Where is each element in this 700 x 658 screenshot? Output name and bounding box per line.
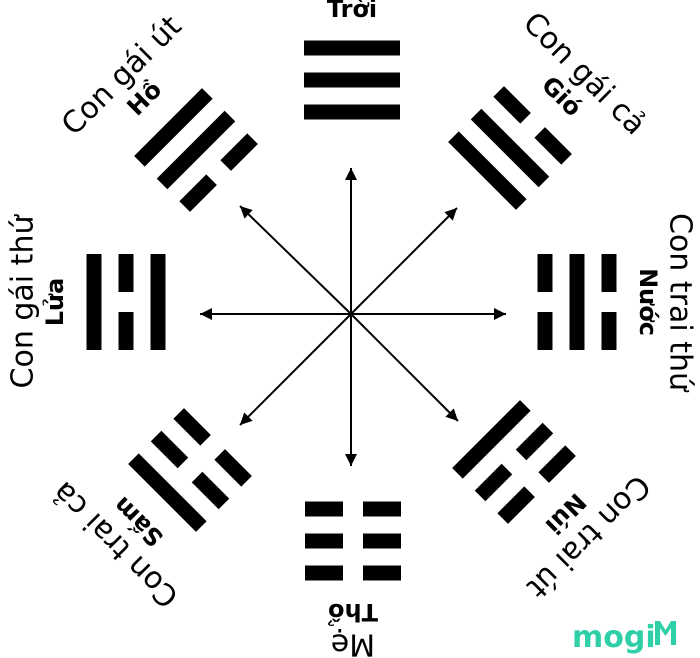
trigram-role: Con trai thứ [663, 213, 698, 393]
trigram-line-solid [150, 254, 166, 350]
trigram-line-broken [601, 254, 617, 292]
trigram-line-solid [304, 104, 400, 120]
trigram-lua: Lửa Con gái thứ [6, 214, 166, 389]
trigram-sam: Sấm Con trai cả [46, 408, 252, 614]
trigram-line-broken [150, 430, 189, 469]
trigram-line-broken [305, 533, 343, 549]
trigram-line-solid [569, 254, 585, 350]
trigram-line-broken [179, 174, 217, 212]
trigram-line-broken [534, 127, 572, 165]
trigram-line-broken [173, 408, 211, 446]
trigram-line-broken [537, 312, 553, 350]
trigram-troi: Trời [304, 0, 400, 120]
arrow-down-right [350, 313, 459, 422]
trigram-heaven-icon [304, 40, 400, 120]
arrow-up-right [350, 207, 458, 315]
trigram-line-solid [470, 108, 550, 188]
trigram-fire-icon [86, 254, 166, 350]
trigram-line-broken [363, 565, 401, 581]
trigram-line-solid [304, 72, 400, 88]
trigram-wind-icon [448, 86, 572, 210]
trigram-line-solid [128, 453, 207, 532]
trigram-role: Mẹ [331, 627, 375, 658]
trigram-line-broken [214, 449, 252, 487]
trigram-line-solid [134, 88, 213, 167]
arrow-down-left [239, 313, 352, 426]
trigram-name: Thổ [328, 598, 378, 628]
trigram-line-broken [305, 501, 343, 517]
trigram-nuoc: Nước Con trai thứ [537, 213, 698, 393]
trigram-line-broken [515, 422, 554, 461]
trigram-water-icon [537, 254, 617, 350]
trigram-line-solid [448, 131, 527, 210]
trigram-line-broken [363, 501, 401, 517]
arrow-up-left [239, 205, 352, 315]
trigram-line-broken [537, 254, 553, 292]
trigram-line-broken [601, 312, 617, 350]
trigram-name: Trời [327, 0, 377, 23]
trigram-thunder-icon [128, 408, 252, 532]
trigram-tho: Thổ Mẹ [305, 501, 401, 658]
trigram-line-broken [118, 312, 134, 350]
trigram-line-broken [191, 471, 230, 510]
trigram-line-broken [538, 445, 576, 483]
trigram-role: Con gái cả [516, 6, 652, 142]
trigram-line-broken [220, 133, 258, 171]
mogi-logo: mogi [572, 620, 676, 655]
trigram-line-solid [86, 254, 102, 350]
trigram-line-broken [363, 533, 401, 549]
trigram-name: Nước [634, 268, 662, 336]
trigram-name: Lửa [41, 278, 69, 327]
trigram-line-broken [305, 565, 343, 581]
arrow-group [200, 168, 506, 466]
trigram-role: Con trai út [519, 468, 656, 605]
logo-text: mogi [572, 620, 656, 655]
trigram-line-broken [474, 463, 513, 502]
trigram-line-broken [118, 254, 134, 292]
trigram-line-solid [304, 40, 400, 56]
trigram-earth-icon [305, 501, 401, 581]
trigram-line-broken [493, 86, 531, 124]
trigram-line-solid [452, 400, 531, 479]
trigram-lake-icon [134, 88, 258, 212]
trigram-nui: Núi Con trai út [452, 400, 657, 605]
trigram-mountain-icon [452, 400, 576, 524]
trigram-line-broken [497, 486, 535, 524]
trigram-gio: Gió Con gái cả [448, 6, 652, 210]
trigram-line-solid [156, 110, 236, 190]
m-logo-icon [655, 621, 676, 645]
trigram-role: Con gái thứ [6, 214, 41, 389]
trigram-ho: Hồ Con gái út [55, 9, 258, 212]
